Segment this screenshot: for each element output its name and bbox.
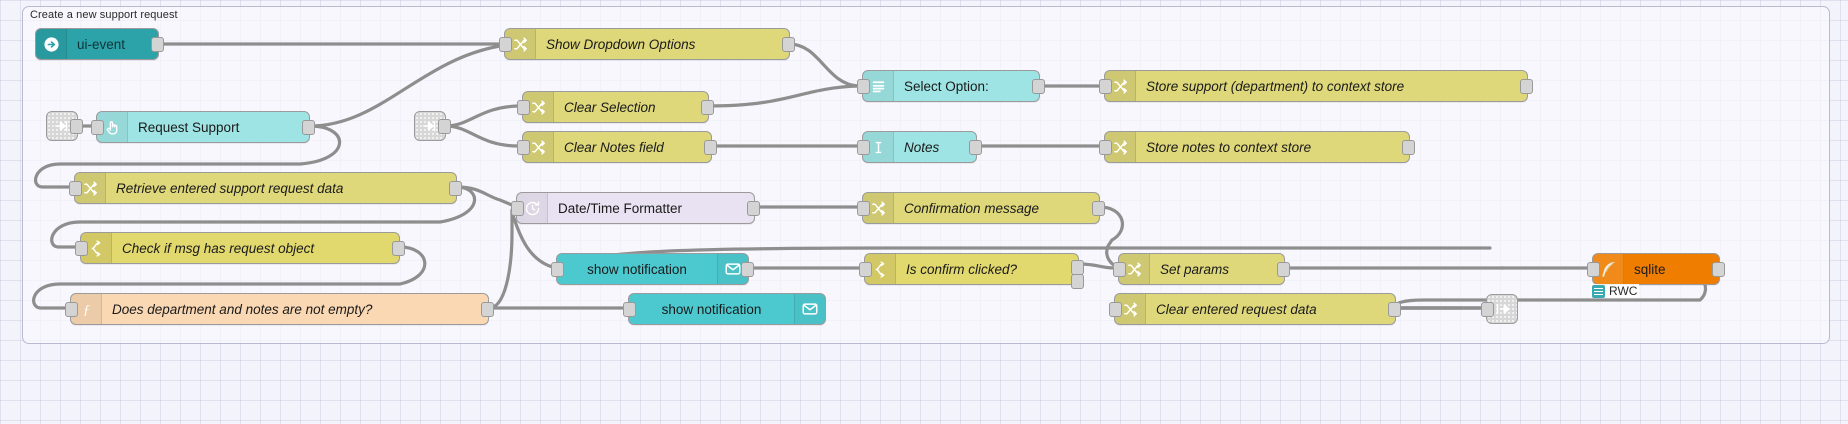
node-show-dropdown-options[interactable]: Show Dropdown Options	[499, 28, 795, 60]
output-port-2[interactable]	[1071, 274, 1084, 289]
output-port[interactable]	[747, 201, 760, 216]
node-store-support-department[interactable]: Store support (department) to context st…	[1099, 70, 1533, 102]
output-port[interactable]	[704, 140, 717, 155]
input-port[interactable]	[857, 201, 870, 216]
node-label: Select Option:	[904, 78, 989, 94]
node-set-params[interactable]: Set params	[1113, 253, 1290, 285]
node-retrieve-entered-data[interactable]: Retrieve entered support request data	[69, 172, 462, 204]
node-label: Request Support	[138, 119, 240, 135]
output-port[interactable]	[1277, 262, 1290, 277]
node-store-notes[interactable]: Store notes to context store	[1099, 131, 1415, 163]
node-label: Clear entered request data	[1156, 301, 1317, 317]
output-port-1[interactable]	[1071, 260, 1084, 275]
input-port[interactable]	[1113, 262, 1126, 277]
output-port[interactable]	[1520, 79, 1533, 94]
output-port[interactable]	[438, 119, 451, 134]
node-label: sqlite	[1634, 261, 1666, 277]
node-clear-selection[interactable]: Clear Selection	[517, 91, 714, 123]
input-port[interactable]	[859, 262, 872, 277]
output-port[interactable]	[1388, 302, 1401, 317]
node-label: Show Dropdown Options	[546, 36, 696, 52]
input-port[interactable]	[551, 262, 564, 277]
input-port[interactable]	[511, 201, 524, 216]
output-port[interactable]	[449, 181, 462, 196]
node-label: ui-event	[77, 36, 126, 52]
database-icon	[1592, 284, 1605, 298]
input-port[interactable]	[1587, 262, 1600, 277]
input-port[interactable]	[1099, 79, 1112, 94]
output-port[interactable]	[151, 37, 164, 52]
node-link-out-1[interactable]	[1481, 294, 1518, 324]
link-out-icon	[1496, 303, 1510, 315]
link-in-icon	[423, 120, 436, 132]
link-in-icon	[55, 120, 68, 132]
output-port[interactable]	[70, 119, 83, 134]
input-port[interactable]	[857, 140, 870, 155]
svg-text:ƒ: ƒ	[82, 301, 89, 317]
node-label: Check if msg has request object	[122, 240, 315, 256]
output-port[interactable]	[782, 37, 795, 52]
output-port[interactable]	[392, 241, 405, 256]
input-port[interactable]	[623, 302, 636, 317]
node-label: Store support (department) to context st…	[1146, 78, 1405, 94]
input-port[interactable]	[1481, 302, 1494, 317]
arrow-right-circle-icon	[36, 29, 67, 59]
output-port[interactable]	[969, 140, 982, 155]
output-port[interactable]	[481, 302, 494, 317]
status-text: RWC	[1609, 284, 1638, 298]
change-shuffle-icon	[505, 29, 536, 59]
input-port[interactable]	[91, 120, 104, 135]
node-select-option[interactable]: Select Option:	[857, 70, 1045, 102]
input-port[interactable]	[69, 181, 82, 196]
output-port[interactable]	[1092, 201, 1105, 216]
node-label: show notification	[661, 301, 762, 317]
node-confirmation-message[interactable]: Confirmation message	[857, 192, 1105, 224]
output-port[interactable]	[701, 100, 714, 115]
node-does-department-and-notes-not-empty[interactable]: ƒ Does department and notes are not empt…	[65, 293, 494, 325]
node-link-in-2[interactable]	[414, 111, 451, 141]
node-notes[interactable]: Notes	[857, 131, 982, 163]
node-label: Date/Time Formatter	[558, 200, 683, 216]
node-clear-entered-request-data[interactable]: Clear entered request data	[1109, 293, 1401, 325]
node-check-if-msg-has-request-object[interactable]: Check if msg has request object	[75, 232, 405, 264]
envelope-icon	[794, 294, 825, 324]
flow-group-label: Create a new support request	[30, 9, 178, 21]
input-port[interactable]	[517, 140, 530, 155]
node-is-confirm-clicked[interactable]: Is confirm clicked?	[859, 253, 1084, 289]
node-show-notification-2[interactable]: show notification	[623, 293, 826, 325]
node-request-support[interactable]: Request Support	[91, 111, 315, 143]
node-label: show notification	[587, 261, 687, 277]
node-link-in-1[interactable]	[46, 111, 83, 141]
node-show-notification-1[interactable]: show notification	[551, 253, 754, 285]
output-port[interactable]	[1032, 79, 1045, 94]
status-badge-sqlite: RWC	[1590, 284, 1640, 298]
node-sqlite[interactable]: sqlite	[1587, 253, 1725, 285]
node-ui-event[interactable]: ui-event	[35, 28, 164, 60]
node-label: Store notes to context store	[1146, 139, 1312, 155]
node-label: Does department and notes are not empty?	[112, 301, 373, 317]
input-port[interactable]	[1109, 302, 1122, 317]
node-label: Set params	[1160, 261, 1230, 277]
switch-branch-icon	[81, 233, 112, 263]
output-port[interactable]	[302, 120, 315, 135]
output-port[interactable]	[1712, 262, 1725, 277]
node-label: Is confirm clicked?	[906, 261, 1018, 277]
input-port[interactable]	[857, 79, 870, 94]
node-label: Confirmation message	[904, 200, 1040, 216]
input-port[interactable]	[1099, 140, 1112, 155]
input-port[interactable]	[517, 100, 530, 115]
input-port[interactable]	[499, 37, 512, 52]
node-label: Notes	[904, 139, 940, 155]
input-port[interactable]	[65, 302, 78, 317]
node-label: Clear Selection	[564, 99, 656, 115]
input-port[interactable]	[75, 241, 88, 256]
dropdown-list-icon	[863, 71, 894, 101]
node-label: Clear Notes field	[564, 139, 664, 155]
node-clear-notes-field[interactable]: Clear Notes field	[517, 131, 717, 163]
output-port[interactable]	[1402, 140, 1415, 155]
node-label: Retrieve entered support request data	[116, 180, 344, 196]
node-date-time-formatter[interactable]: Date/Time Formatter	[511, 192, 760, 224]
output-port[interactable]	[741, 262, 754, 277]
